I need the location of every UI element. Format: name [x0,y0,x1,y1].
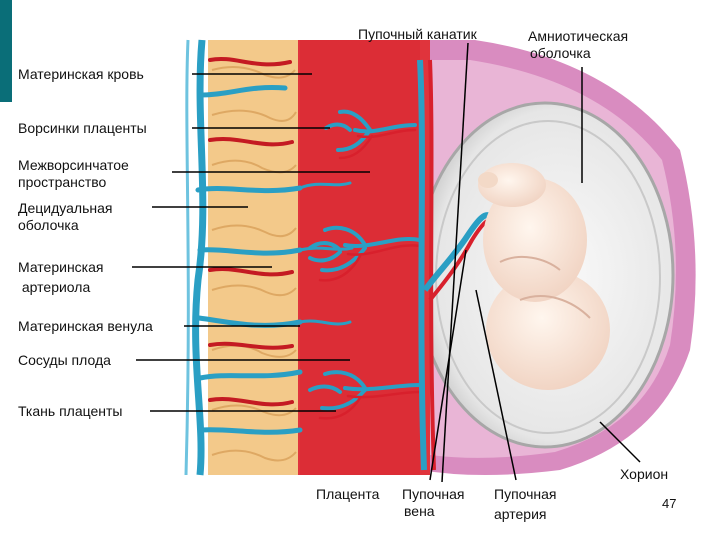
label-placenta: Плацента [316,486,379,503]
decidua-layer [208,40,298,475]
label-maternal-blood: Материнская кровь [18,66,144,83]
label-intervillous-line2: пространство [18,174,106,191]
maternal-vein-trunk [196,40,203,475]
label-venule: Материнская венула [18,318,153,335]
label-arteriole-line1: Материнская [18,259,103,276]
label-arteriole-line2: артериола [18,279,90,296]
label-placental-villi: Ворсинки плаценты [18,120,147,137]
label-intervillous-line1: Межворсинчатое [18,157,129,174]
label-placenta-tissue: Ткань плаценты [18,403,122,420]
label-umbilical-artery-line2: артерия [494,506,547,523]
label-umbilical-cord: Пупочный канатик [358,26,477,43]
label-umbilical-vein-line1: Пупочная [402,486,465,503]
chorionic-vein [420,60,424,470]
label-umbilical-vein-line2: вена [404,503,435,520]
label-amniotic-membrane-line1: Амниотическая [528,28,628,45]
label-amniotic-membrane-line2: оболочка [530,45,591,62]
label-decidua-line2: оболочка [18,217,79,234]
label-chorion: Хорион [620,466,668,483]
label-umbilical-artery-line1: Пупочная [494,486,557,503]
label-fetal-vessels: Сосуды плода [18,352,111,369]
page-number: 47 [662,496,676,511]
label-decidua-line1: Децидуальная [18,200,112,217]
